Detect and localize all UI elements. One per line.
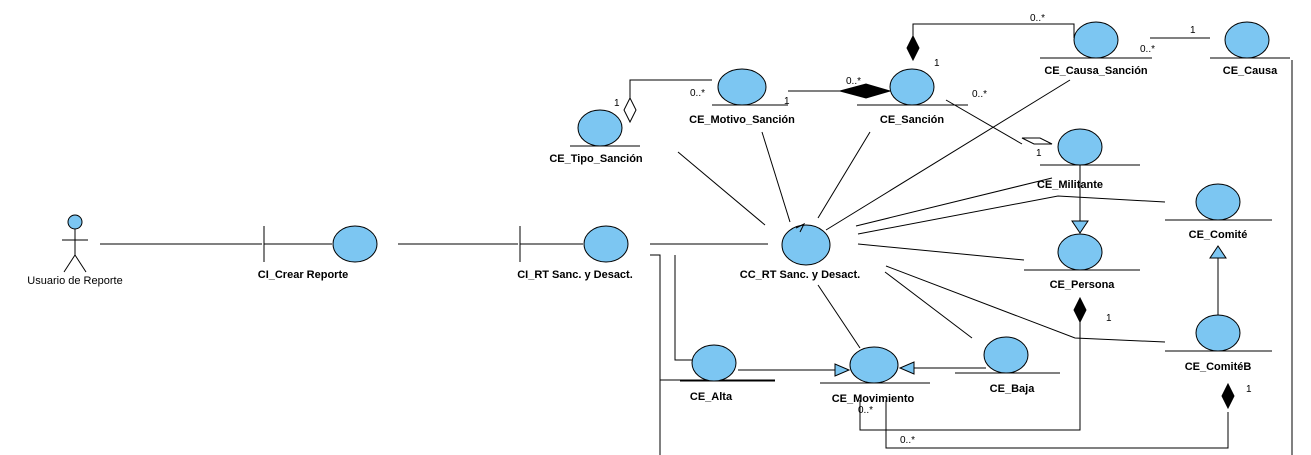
label-ce-alta: CE_Alta [690,391,733,403]
label-ce-movimiento: CE_Movimiento [832,393,915,405]
label-ci-crear-reporte: CI_Crear Reporte [258,269,348,281]
mult-comiteb-1: 1 [1246,384,1252,395]
boundary-ci-crear-reporte[interactable]: CI_Crear Reporte [258,225,378,281]
mult-motivo-left: 0..* [690,88,705,99]
composition-diamond-comiteb [1221,382,1235,410]
link-cc-comiteb [885,265,1166,343]
label-ce-sancion: CE_Sanción [880,114,944,126]
mult-mov-0b: 0..* [900,435,915,446]
entity-ce-comite[interactable]: CE_Comité [1165,183,1272,241]
link-rt-alta [674,255,712,361]
link-cc-militante [855,177,1053,227]
generalization-triangle-baja [898,361,915,375]
mult-sancion-right: 0..* [972,89,987,100]
link-rt-bracket [650,254,661,455]
link-cc-causasancion [825,79,1071,231]
composition-diamond-persona [1073,296,1087,324]
actor-head [67,214,83,230]
relationships [100,23,1293,455]
generalization-triangle-comite [1209,245,1227,259]
mult-militante-1: 1 [1036,148,1042,159]
entity-ce-motivo-sancion[interactable]: CE_Motivo_Sanción [689,68,795,126]
entity-ce-comiteb[interactable]: CE_ComitéB [1165,314,1272,373]
aggregation-diamond-militante [1021,137,1053,145]
link-cc-tipo [677,151,766,226]
entity-ce-causa[interactable]: CE_Causa [1210,21,1290,77]
generalization-triangle-persona [1071,220,1089,234]
label-cc-rt: CC_RT Sanc. y Desact. [740,269,860,281]
entity-ce-alta[interactable]: CE_Alta [680,344,775,403]
label-ce-militante: CE_Militante [1037,179,1103,191]
entity-ce-tipo-sancion[interactable]: CE_Tipo_Sanción [549,109,643,165]
control-cc-rt[interactable]: CC_RT Sanc. y Desact. [740,222,860,281]
link-cc-baja [884,271,973,339]
multiplicity-labels: 0..* 1 1 0..* 0..* 1 0..* 1 0..* 1 1 1 0… [614,13,1252,446]
boundary-ci-rt[interactable]: CI_RT Sanc. y Desact. [517,225,633,281]
link-cc-motivo [761,131,791,223]
label-ce-comiteb: CE_ComitéB [1185,361,1252,373]
mult-sancion-comp-1: 1 [934,58,940,69]
entity-ce-persona[interactable]: CE_Persona [1024,233,1140,291]
link-cc-comite [857,195,1166,235]
link-cc-mov [817,284,861,349]
link-comiteb-mov [885,400,1229,449]
label-ce-motivo-sancion: CE_Motivo_Sanción [689,114,795,126]
label-ce-tipo-sancion: CE_Tipo_Sanción [549,153,643,165]
actor-usuario[interactable]: Usuario de Reporte [27,214,123,287]
link-sancion-causasancion [912,23,1075,60]
mult-sancion-left: 0..* [846,76,861,87]
entity-ce-causa-sancion[interactable]: CE_Causa_Sanción [1040,21,1152,77]
label-ci-rt: CI_RT Sanc. y Desact. [517,269,633,281]
link-cc-persona [857,243,1025,261]
label-ce-persona: CE_Persona [1050,279,1116,291]
aggregation-diamond-tipo [623,96,637,124]
mult-causa-1: 1 [1190,25,1196,36]
label-ce-baja: CE_Baja [990,383,1036,395]
entity-ce-baja[interactable]: CE_Baja [955,336,1060,395]
mult-causa-sancion-top: 0..* [1030,13,1045,24]
mult-tipo-1: 1 [614,98,620,109]
composition-diamond-causa [906,34,920,62]
mult-mov-0: 0..* [858,405,873,416]
entity-ce-sancion[interactable]: CE_Sanción [857,68,968,126]
mult-causa-sancion-0: 0..* [1140,44,1155,55]
link-persona-mov [859,320,1081,431]
label-ce-comite: CE_Comité [1189,229,1248,241]
actor-label: Usuario de Reporte [27,275,122,287]
entity-ce-movimiento[interactable]: CE_Movimiento [820,346,930,405]
label-ce-causa-sancion: CE_Causa_Sanción [1044,65,1148,77]
generalization-triangle-alta [834,363,851,377]
mult-persona-1: 1 [1106,313,1112,324]
label-ce-causa: CE_Causa [1223,65,1278,77]
link-sancion-militante [945,99,1023,145]
link-cc-sancion [817,131,871,219]
entity-ce-militante[interactable]: CE_Militante [1037,128,1140,191]
mult-motivo-right: 1 [784,96,790,107]
